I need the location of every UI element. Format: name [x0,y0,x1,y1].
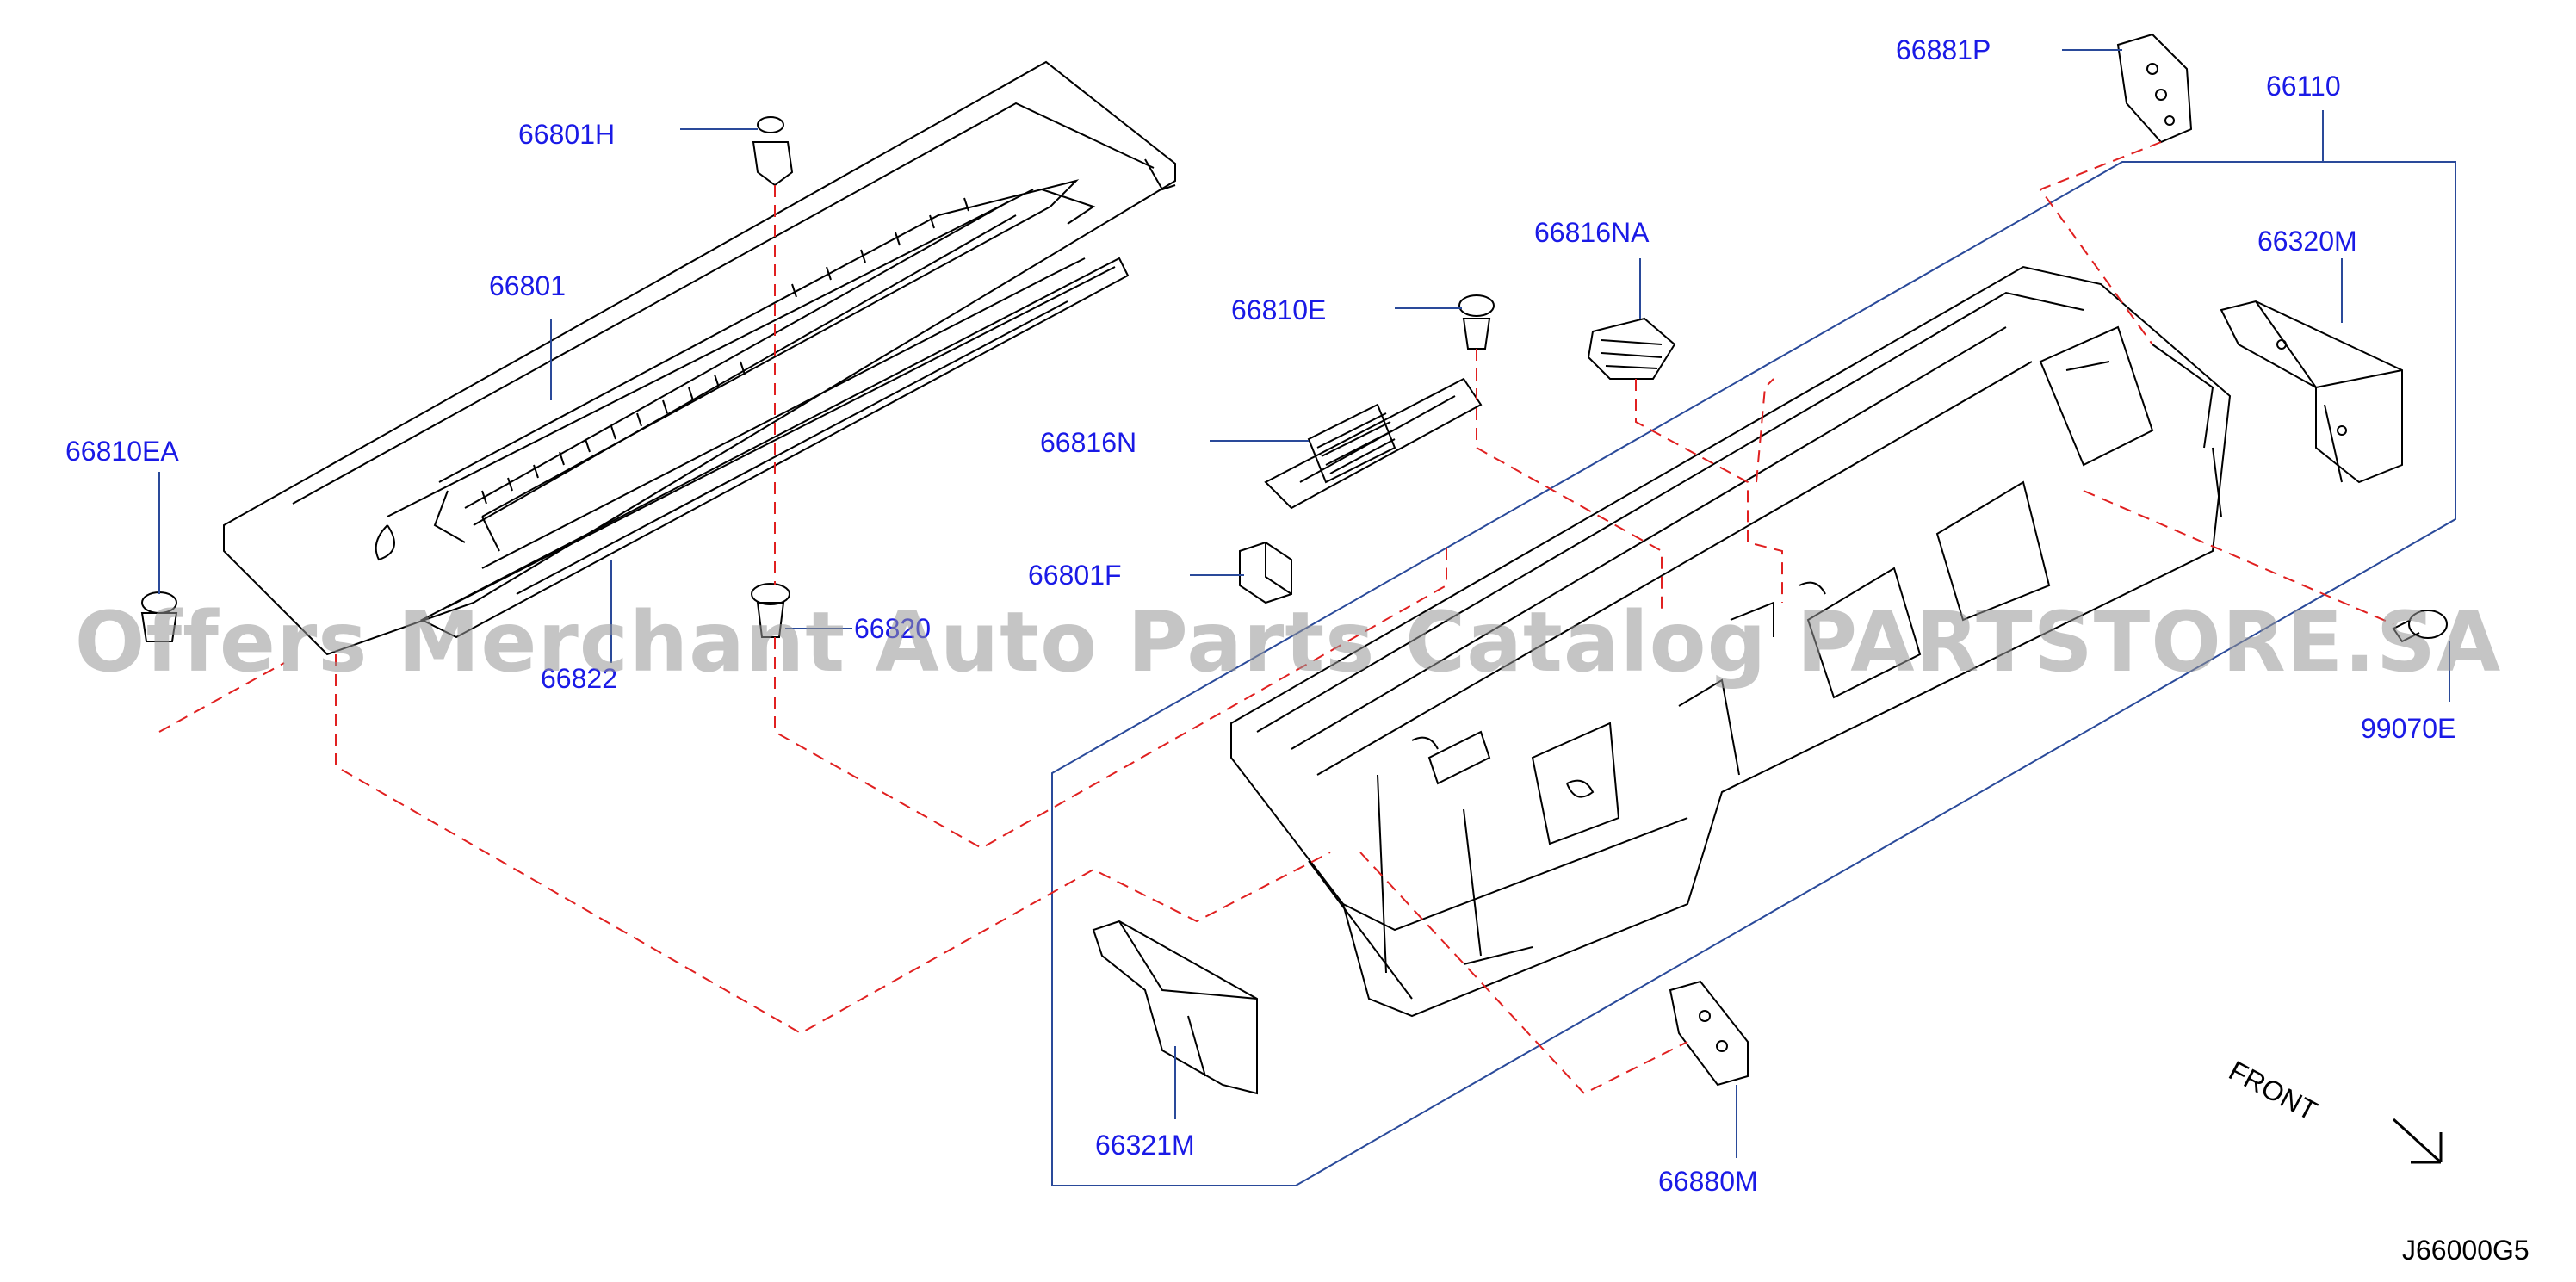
leader-lines [158,49,2450,1158]
cowl-lower-panel [419,257,1130,639]
front-arrow-icon [2392,1118,2443,1164]
callout-66110[interactable]: 66110 [2266,71,2341,102]
callout-66320M[interactable]: 66320M [2257,226,2357,257]
diagram-code: J66000G5 [2402,1235,2530,1266]
callout-66801[interactable]: 66801 [489,270,566,301]
clip-66810E [1458,294,1495,350]
assembly-group-boundary [1051,161,2456,1186]
dash-panel-assembly [1230,265,2232,1018]
callout-66816NA[interactable]: 66816NA [1534,217,1650,248]
clip-66820 [751,583,790,638]
callout-66810EA[interactable]: 66810EA [65,436,179,467]
callout-66801H[interactable]: 66801H [518,119,616,150]
callout-66820[interactable]: 66820 [854,613,931,644]
bracket-66321M [1092,920,1258,1095]
callout-66822[interactable]: 66822 [541,663,617,694]
dashed-connection-lines [158,141,2394,1095]
watermark-text: Offers Merchant Auto Parts Catalog PARTS… [74,594,2502,691]
clip-66801H [752,116,794,187]
callout-66881P[interactable]: 66881P [1896,34,1991,65]
pad-66801F [1239,541,1292,604]
callout-66801F[interactable]: 66801F [1028,560,1122,591]
bracket-66880M [1669,980,1749,1087]
grille-66816N [1264,377,1483,510]
bracket-66320M [2220,300,2403,484]
callout-66810E[interactable]: 66810E [1231,294,1327,325]
callout-99070E[interactable]: 99070E [2361,713,2456,744]
callout-66321M[interactable]: 66321M [1095,1130,1195,1161]
cowl-top-vent-slots [464,197,1017,526]
grille-66816NA [1587,317,1676,380]
bracket-66881P [2116,33,2193,144]
callout-66880M[interactable]: 66880M [1658,1166,1758,1197]
clip-99070E [2392,610,2448,643]
callout-66816N[interactable]: 66816N [1040,427,1137,458]
